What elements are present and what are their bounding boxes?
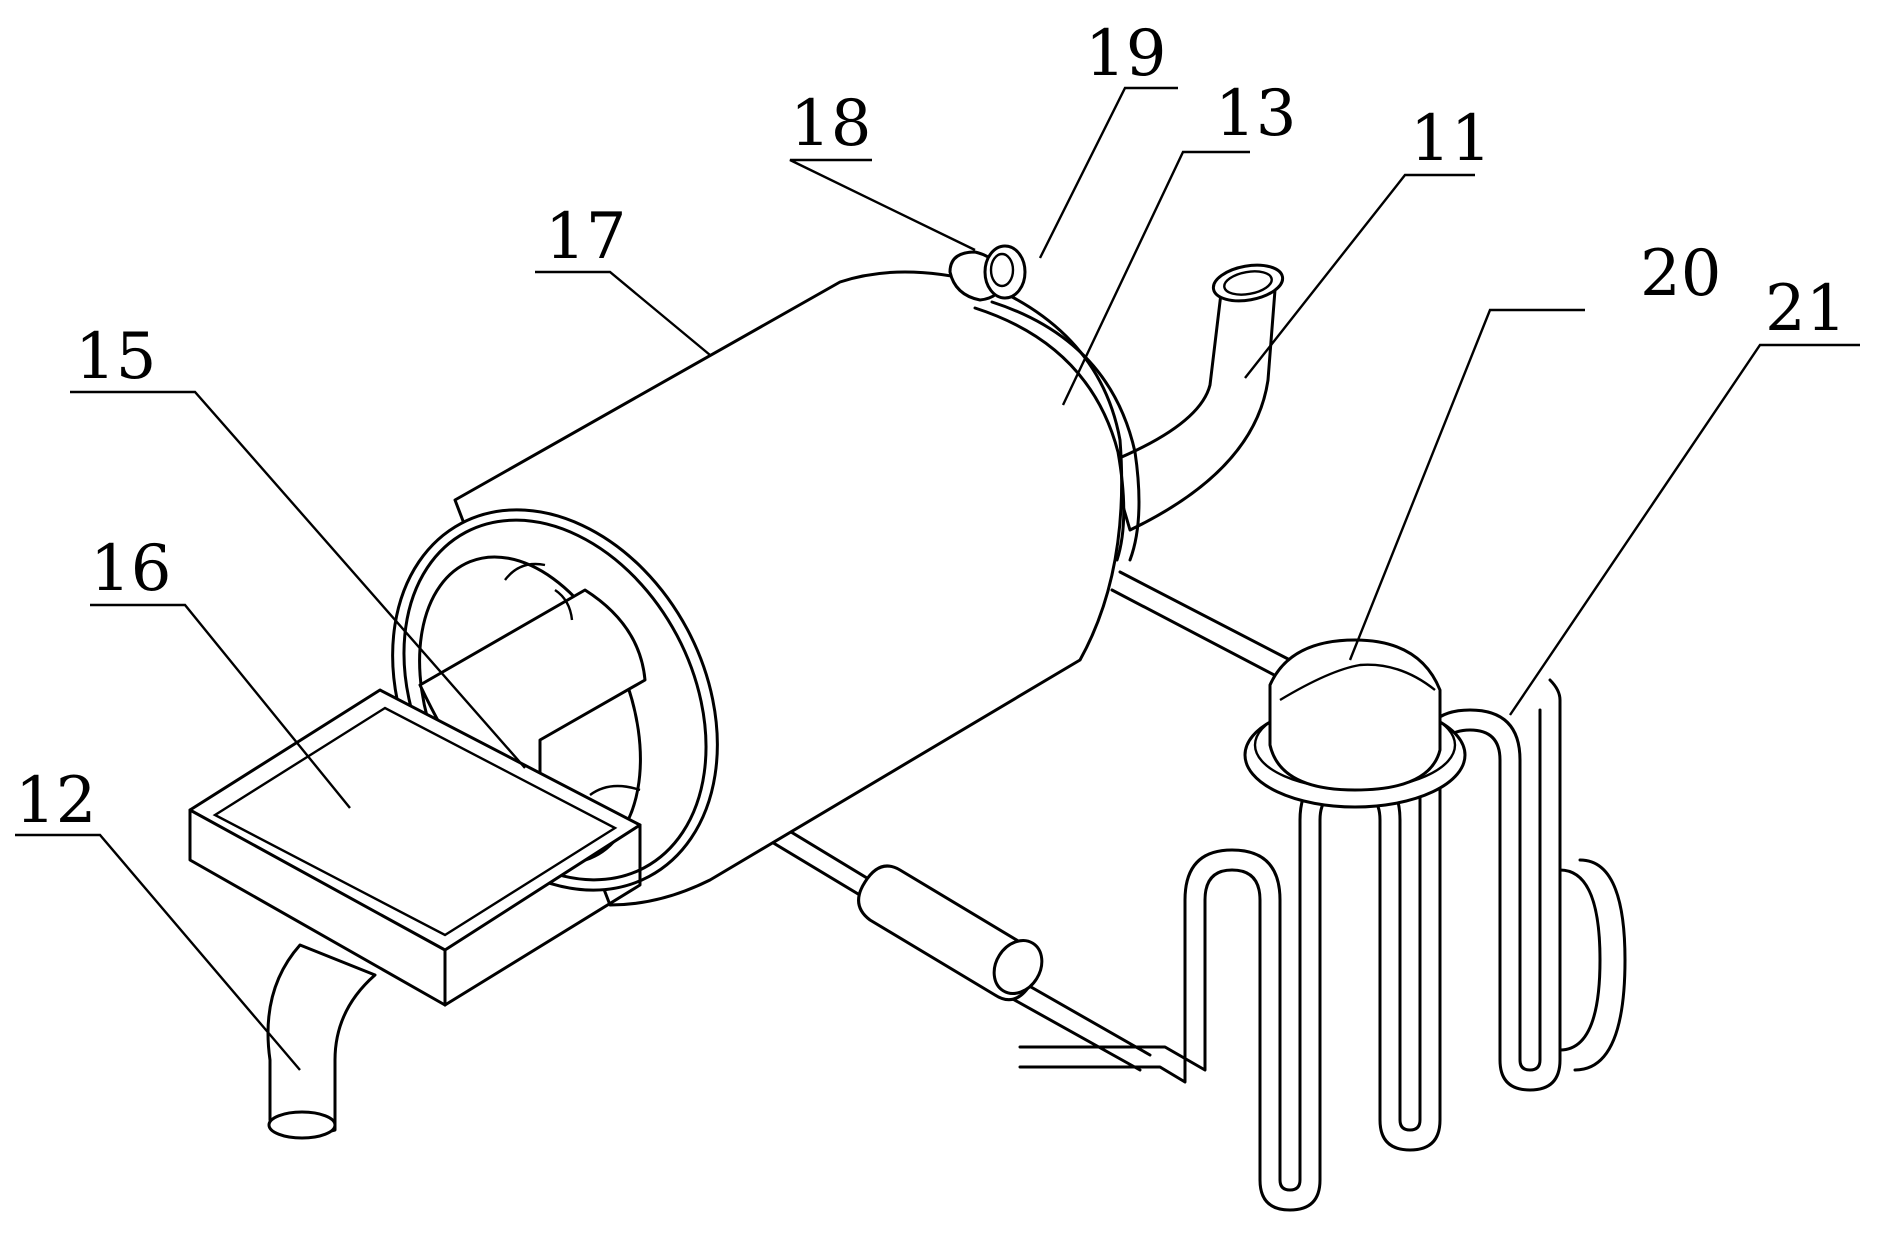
- label-17: 17: [545, 200, 626, 274]
- label-11: 11: [1410, 102, 1491, 176]
- inlet-pipe-12: [266, 943, 377, 1140]
- upper-pipe: [1110, 570, 1292, 680]
- tray-16: [188, 688, 642, 1007]
- valve-18-19: [948, 244, 1027, 302]
- coil-tube-21: [1018, 678, 1627, 1212]
- label-18: 18: [790, 87, 871, 161]
- leader-lines: [15, 86, 1860, 1071]
- label-15: 15: [75, 320, 156, 394]
- inline-filter: [857, 864, 1044, 1002]
- part-labels: 19 18 13 11 17 15 16 12 20 21: [15, 17, 1846, 838]
- label-13: 13: [1215, 77, 1296, 151]
- outlet-pipe-11: [1108, 263, 1285, 532]
- label-21: 21: [1765, 272, 1846, 346]
- label-16: 16: [90, 532, 171, 606]
- label-12: 12: [15, 764, 96, 838]
- label-19: 19: [1085, 17, 1166, 91]
- pump-20: [1243, 638, 1467, 809]
- label-20: 20: [1640, 237, 1721, 311]
